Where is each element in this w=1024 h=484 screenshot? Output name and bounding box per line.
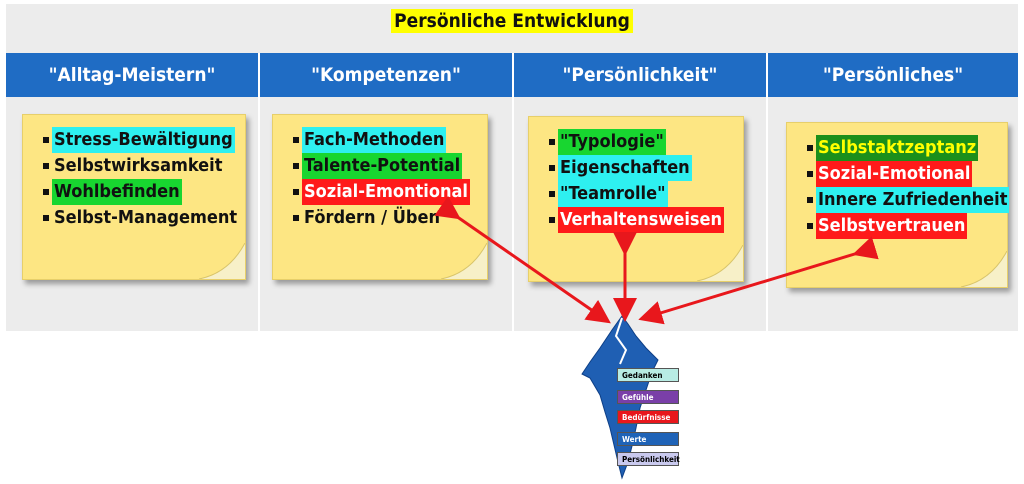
- bullet-icon: [549, 191, 555, 197]
- page-title: Persönliche Entwicklung: [0, 9, 1024, 33]
- column-header-kompetenzen: "Kompetenzen": [260, 53, 512, 97]
- list-item: Sozial-Emotional: [807, 161, 1009, 187]
- bullet-icon: [807, 171, 813, 177]
- iceberg-layer-gefuehle: Gefühle: [617, 390, 679, 404]
- page-curl-icon: [199, 243, 245, 279]
- column-header-persoenliches: "Persönliches": [768, 53, 1018, 97]
- page-title-text: Persönliche Entwicklung: [391, 9, 633, 33]
- arrow-kompetenzen: [434, 195, 611, 324]
- bullet-icon: [293, 215, 299, 221]
- list-item-text: Selbst-Management: [54, 207, 238, 228]
- bullet-icon: [43, 137, 49, 143]
- iceberg-layer-persoenlichkeit: Persönlichkeit: [617, 452, 680, 466]
- list-item: Wohlbefinden: [43, 179, 239, 205]
- list-item: Innere Zufriedenheit: [807, 187, 1010, 213]
- list-item-text: Stress-Bewältigung: [52, 127, 235, 153]
- bullet-icon: [43, 215, 49, 221]
- list-item: Selbst-Management: [43, 205, 239, 231]
- column-header-persoenlichkeit: "Persönlichkeit": [514, 53, 766, 97]
- bullet-icon: [549, 139, 555, 145]
- list-item: Selbstaktzeptanz: [807, 135, 1009, 161]
- list-item-text: Sozial-Emotional: [816, 161, 973, 187]
- list-item-text: Fördern / Üben: [304, 207, 440, 228]
- page-curl-icon: [961, 251, 1007, 287]
- list-item-text: Selbstwirksamkeit: [54, 155, 223, 176]
- list-item: Selbstwirksamkeit: [43, 153, 239, 179]
- bullet-icon: [807, 223, 813, 229]
- iceberg-layer-gedanken: Gedanken: [617, 368, 679, 382]
- list-item: Selbstvertrauen: [807, 213, 1009, 239]
- list-item-text: "Teamrolle": [558, 181, 668, 207]
- column-divider: [766, 53, 768, 331]
- bullet-icon: [293, 137, 299, 143]
- list-item: Eigenschaften: [549, 155, 724, 181]
- bullet-icon: [807, 145, 813, 151]
- bullet-icon: [43, 189, 49, 195]
- list-item-text: Selbstvertrauen: [816, 213, 968, 239]
- iceberg-layer-beduerfnisse: Bedürfnisse: [617, 410, 679, 424]
- list-item: "Teamrolle": [549, 181, 724, 207]
- iceberg-layer-werte: Werte: [617, 432, 679, 446]
- list-item-text: Fach-Methoden: [302, 127, 447, 153]
- list-item: "Typologie": [549, 129, 724, 155]
- bullet-icon: [293, 163, 299, 169]
- list-item-text: Eigenschaften: [558, 155, 692, 181]
- list-item-text: Wohlbefinden: [52, 179, 182, 205]
- arrow-persoenliches: [638, 236, 879, 325]
- bullet-icon: [293, 189, 299, 195]
- bullet-icon: [549, 165, 555, 171]
- bullet-icon: [807, 197, 813, 203]
- list-item: Fach-Methoden: [293, 127, 470, 153]
- list-item: Talente-Potential: [293, 153, 470, 179]
- list-item-text: "Typologie": [558, 129, 666, 155]
- column-divider: [258, 53, 260, 331]
- list-item: Fördern / Üben: [293, 205, 470, 231]
- list-item-text: Talente-Potential: [302, 153, 463, 179]
- column-divider: [512, 53, 514, 331]
- list-item-text: Selbstaktzeptanz: [816, 135, 979, 161]
- list-item: Stress-Bewältigung: [43, 127, 239, 153]
- list-item-text: Innere Zufriedenheit: [816, 187, 1010, 213]
- column-header-alltag: "Alltag-Meistern": [6, 53, 258, 97]
- bullet-icon: [43, 163, 49, 169]
